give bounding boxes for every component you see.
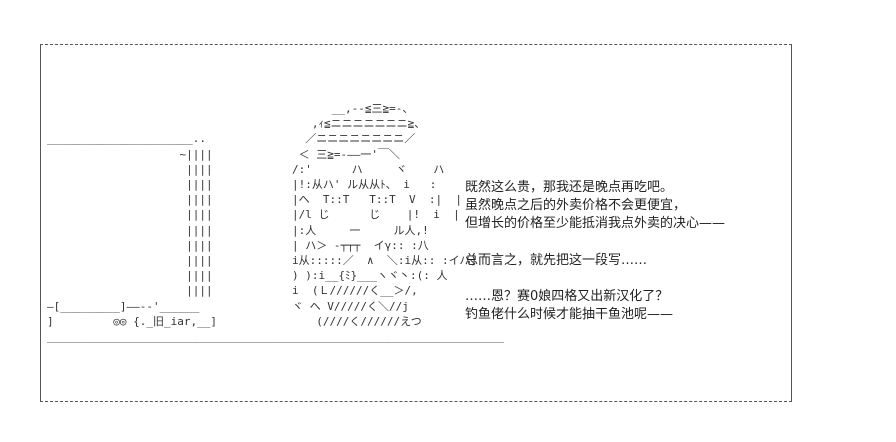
dialogue-line: 但增长的价格至少能抵消我点外卖的决心—— <box>465 216 726 232</box>
dialogue-line: 总而言之，就先把这一段写…… <box>465 252 648 268</box>
dialogue-text: 既然这么贵，那我还是晚点再吃吧。 虽然晚点之后的外卖价格不会更便宜， 但增长的价… <box>465 179 725 324</box>
dialogue-line: ……恩？赛0娘四格又出新汉化了？ <box>465 288 669 304</box>
ascii-art-illustration: __,--≦三≧=-、 ,ｨ≦ニニニニニニニ≧、 _______________… <box>47 102 504 344</box>
dialogue-line: 虽然晚点之后的外卖价格不会更便宜， <box>465 198 687 214</box>
ascii-art-frame: __,--≦三≧=-、 ,ｨ≦ニニニニニニニ≧、 _______________… <box>40 44 792 402</box>
paragraph-spacer <box>465 234 725 252</box>
dialogue-line: 既然这么贵，那我还是晚点再吃吧。 <box>465 180 674 195</box>
dialogue-line: 钓鱼佬什么时候才能抽干鱼池呢—— <box>465 307 674 323</box>
paragraph-spacer <box>465 270 725 288</box>
